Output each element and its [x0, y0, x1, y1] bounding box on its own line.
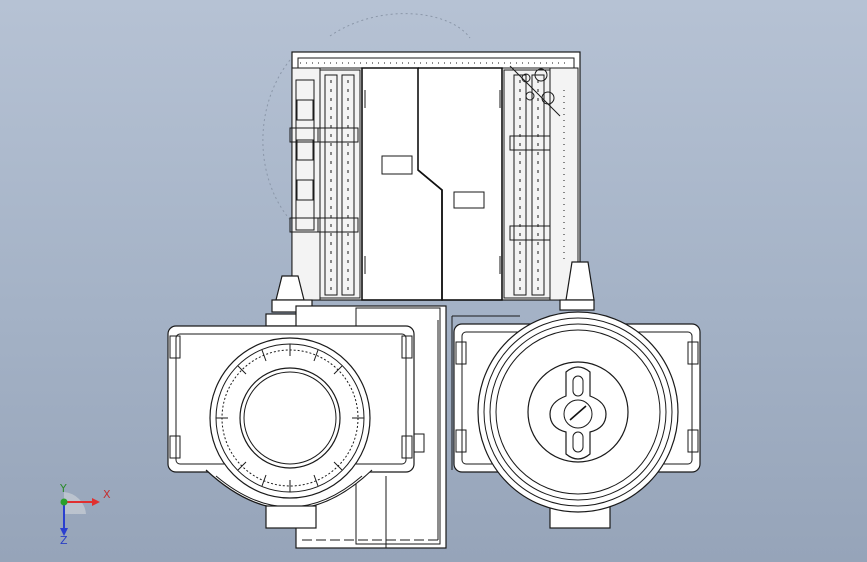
right-housing	[453, 311, 701, 529]
coordinate-triad: X Y Z	[59, 484, 111, 544]
cover-knob	[549, 366, 607, 460]
z-axis-label: Z	[60, 534, 68, 544]
left-door-nameplate	[381, 155, 413, 175]
y-axis-label: Y	[59, 484, 67, 495]
upper-cabinet	[289, 51, 581, 301]
left-housing	[167, 325, 415, 529]
x-axis-head	[92, 498, 100, 506]
z-axis-head	[60, 528, 68, 536]
x-axis-label: X	[103, 488, 111, 501]
ring-ticks	[216, 344, 364, 492]
right-door-nameplate	[453, 191, 485, 209]
y-axis-point	[60, 498, 68, 506]
construction-arc	[262, 13, 471, 231]
